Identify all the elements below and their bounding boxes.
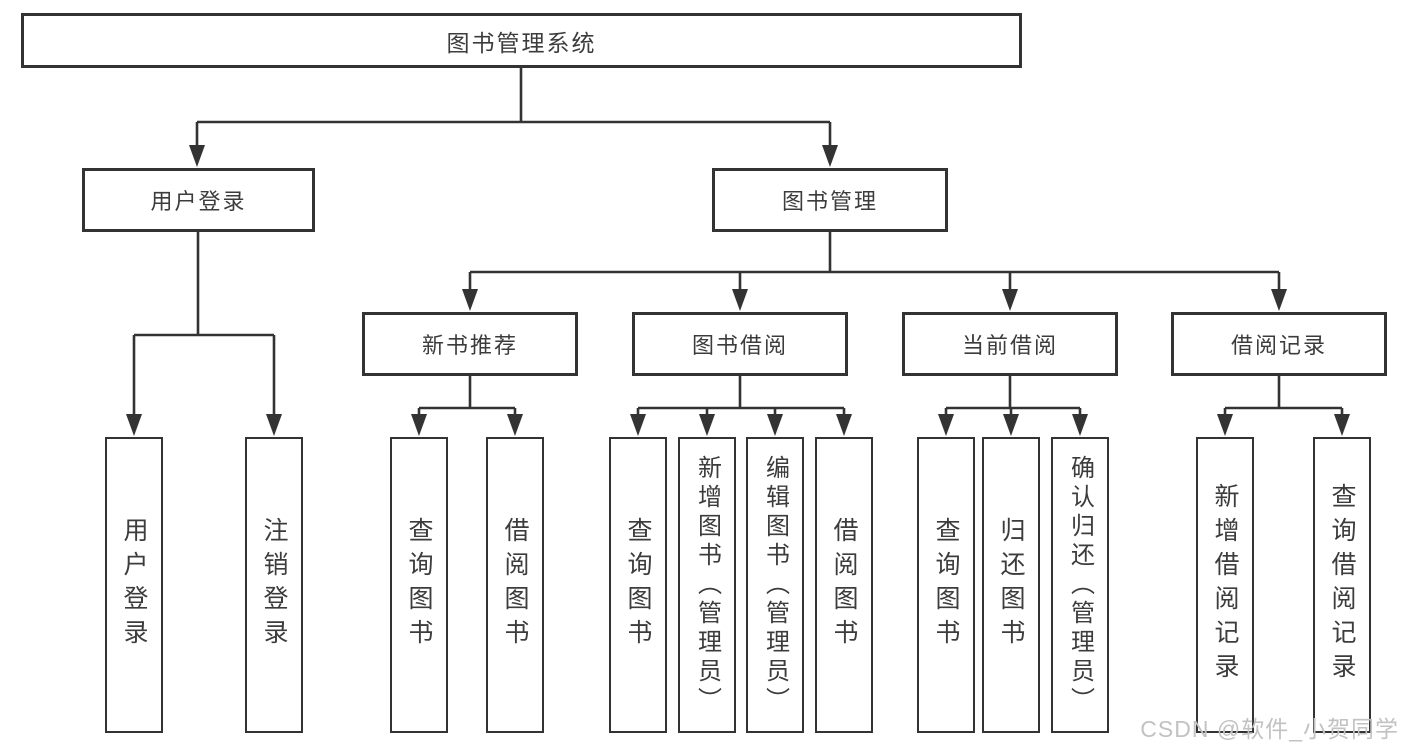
node-new-book-recommend: 新书推荐 <box>362 312 578 376</box>
leaf-borrow-books-recommend: 借阅图书 <box>486 437 544 733</box>
leaf-query-books-borrow: 查询图书 <box>609 437 667 733</box>
node-book-borrow: 图书借阅 <box>632 312 848 376</box>
watermark: CSDN @软件_小贺同学 <box>1140 716 1399 742</box>
node-current-borrow: 当前借阅 <box>902 312 1118 376</box>
arrowheads <box>126 145 1350 436</box>
node-library-system: 图书管理系统 <box>21 13 1022 68</box>
leaf-query-books-recommend: 查询图书 <box>390 437 448 733</box>
leaf-borrow-books: 借阅图书 <box>815 437 873 733</box>
node-borrow-records: 借阅记录 <box>1171 312 1387 376</box>
node-book-management: 图书管理 <box>712 168 948 232</box>
leaf-user-login: 用户登录 <box>105 437 163 733</box>
leaf-edit-book-admin: 编辑图书（管理员） <box>746 437 804 733</box>
leaf-add-borrow-record: 新增借阅记录 <box>1196 437 1254 733</box>
leaf-return-book: 归还图书 <box>982 437 1040 733</box>
leaf-logout: 注销登录 <box>245 437 303 733</box>
leaf-confirm-return-admin: 确认归还（管理员） <box>1051 437 1109 733</box>
leaf-query-books-current: 查询图书 <box>917 437 975 733</box>
leaf-query-borrow-record: 查询借阅记录 <box>1313 437 1371 733</box>
leaf-add-book-admin: 新增图书（管理员） <box>678 437 736 733</box>
node-user-login: 用户登录 <box>82 168 315 232</box>
